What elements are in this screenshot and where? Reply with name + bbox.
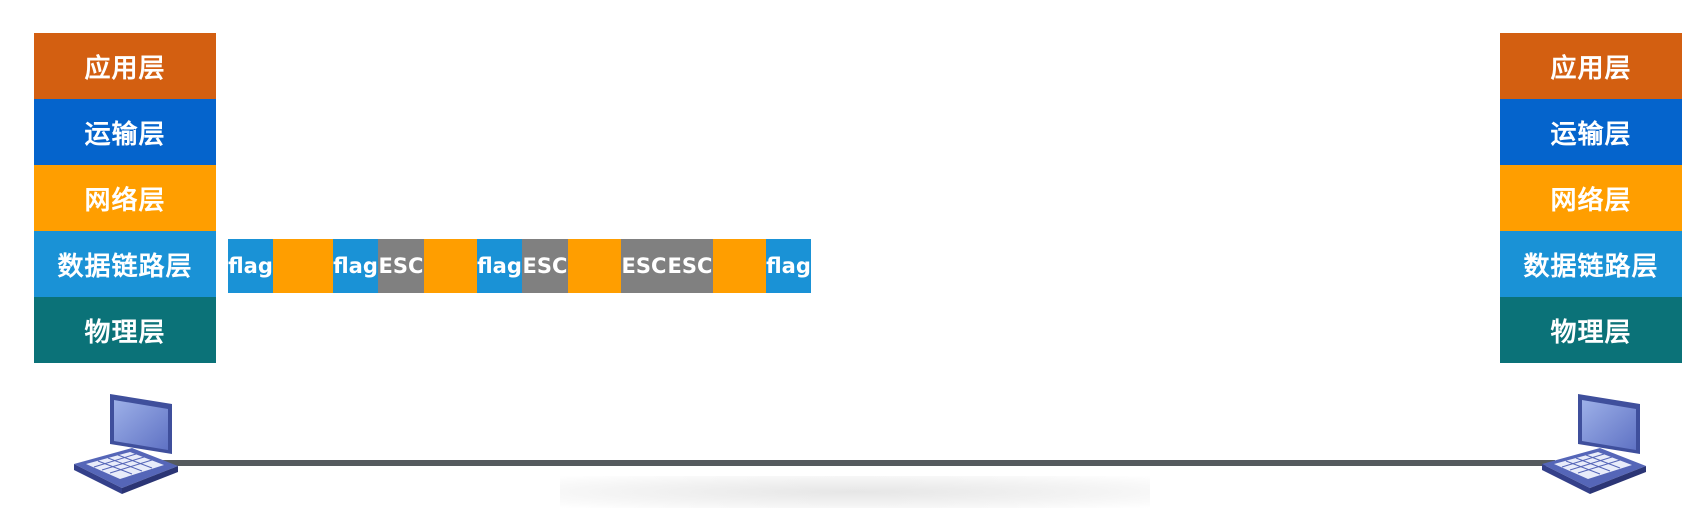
- layer-label: 物理层: [1550, 317, 1632, 348]
- segment-label: flag: [477, 254, 522, 278]
- frame-segment-data: [273, 239, 333, 293]
- segment-label: ESC: [378, 254, 424, 278]
- frame-segment-esc: ESC: [378, 239, 424, 293]
- left-protocol-stack: 应用层 运输层 网络层 数据链路层 物理层: [34, 33, 216, 363]
- layer-label: 数据链路层: [1523, 251, 1659, 282]
- right-layer-transport: 运输层: [1500, 99, 1682, 165]
- layer-label: 物理层: [84, 317, 166, 348]
- stuffed-frame: flag flag ESC flag ESC ESC ESC flag: [228, 239, 811, 293]
- laptop-icon: [1542, 394, 1646, 494]
- frame-segment-flag: flag: [477, 239, 522, 293]
- laptop-icon: [74, 394, 178, 494]
- frame-segment-esc: ESC: [522, 239, 568, 293]
- right-layer-data-link: 数据链路层: [1500, 231, 1682, 297]
- frame-segment-data: [424, 239, 477, 293]
- left-layer-physical: 物理层: [34, 297, 216, 363]
- layer-label: 网络层: [1550, 185, 1632, 216]
- segment-label: ESC: [667, 254, 713, 278]
- left-layer-application: 应用层: [34, 33, 216, 99]
- left-layer-transport: 运输层: [34, 99, 216, 165]
- segment-label: flag: [228, 254, 273, 278]
- left-layer-network: 网络层: [34, 165, 216, 231]
- segment-label: ESC: [522, 254, 568, 278]
- layer-label: 运输层: [1550, 119, 1632, 150]
- layer-label: 运输层: [84, 119, 166, 150]
- floor-shadow: [560, 476, 1150, 508]
- frame-segment-data: [713, 239, 766, 293]
- frame-segment-esc: ESC: [667, 239, 713, 293]
- segment-label: flag: [766, 254, 811, 278]
- layer-label: 应用层: [1550, 53, 1632, 84]
- frame-segment-esc: ESC: [621, 239, 667, 293]
- frame-segment-flag: flag: [228, 239, 273, 293]
- frame-segment-data: [568, 239, 621, 293]
- right-layer-application: 应用层: [1500, 33, 1682, 99]
- segment-label: ESC: [621, 254, 667, 278]
- physical-link-line: [160, 460, 1555, 466]
- right-protocol-stack: 应用层 运输层 网络层 数据链路层 物理层: [1500, 33, 1682, 363]
- frame-segment-flag: flag: [333, 239, 378, 293]
- right-layer-physical: 物理层: [1500, 297, 1682, 363]
- layer-label: 应用层: [84, 53, 166, 84]
- layer-label: 数据链路层: [57, 251, 193, 282]
- segment-label: flag: [333, 254, 378, 278]
- right-layer-network: 网络层: [1500, 165, 1682, 231]
- left-layer-data-link: 数据链路层: [34, 231, 216, 297]
- layer-label: 网络层: [84, 185, 166, 216]
- frame-segment-flag: flag: [766, 239, 811, 293]
